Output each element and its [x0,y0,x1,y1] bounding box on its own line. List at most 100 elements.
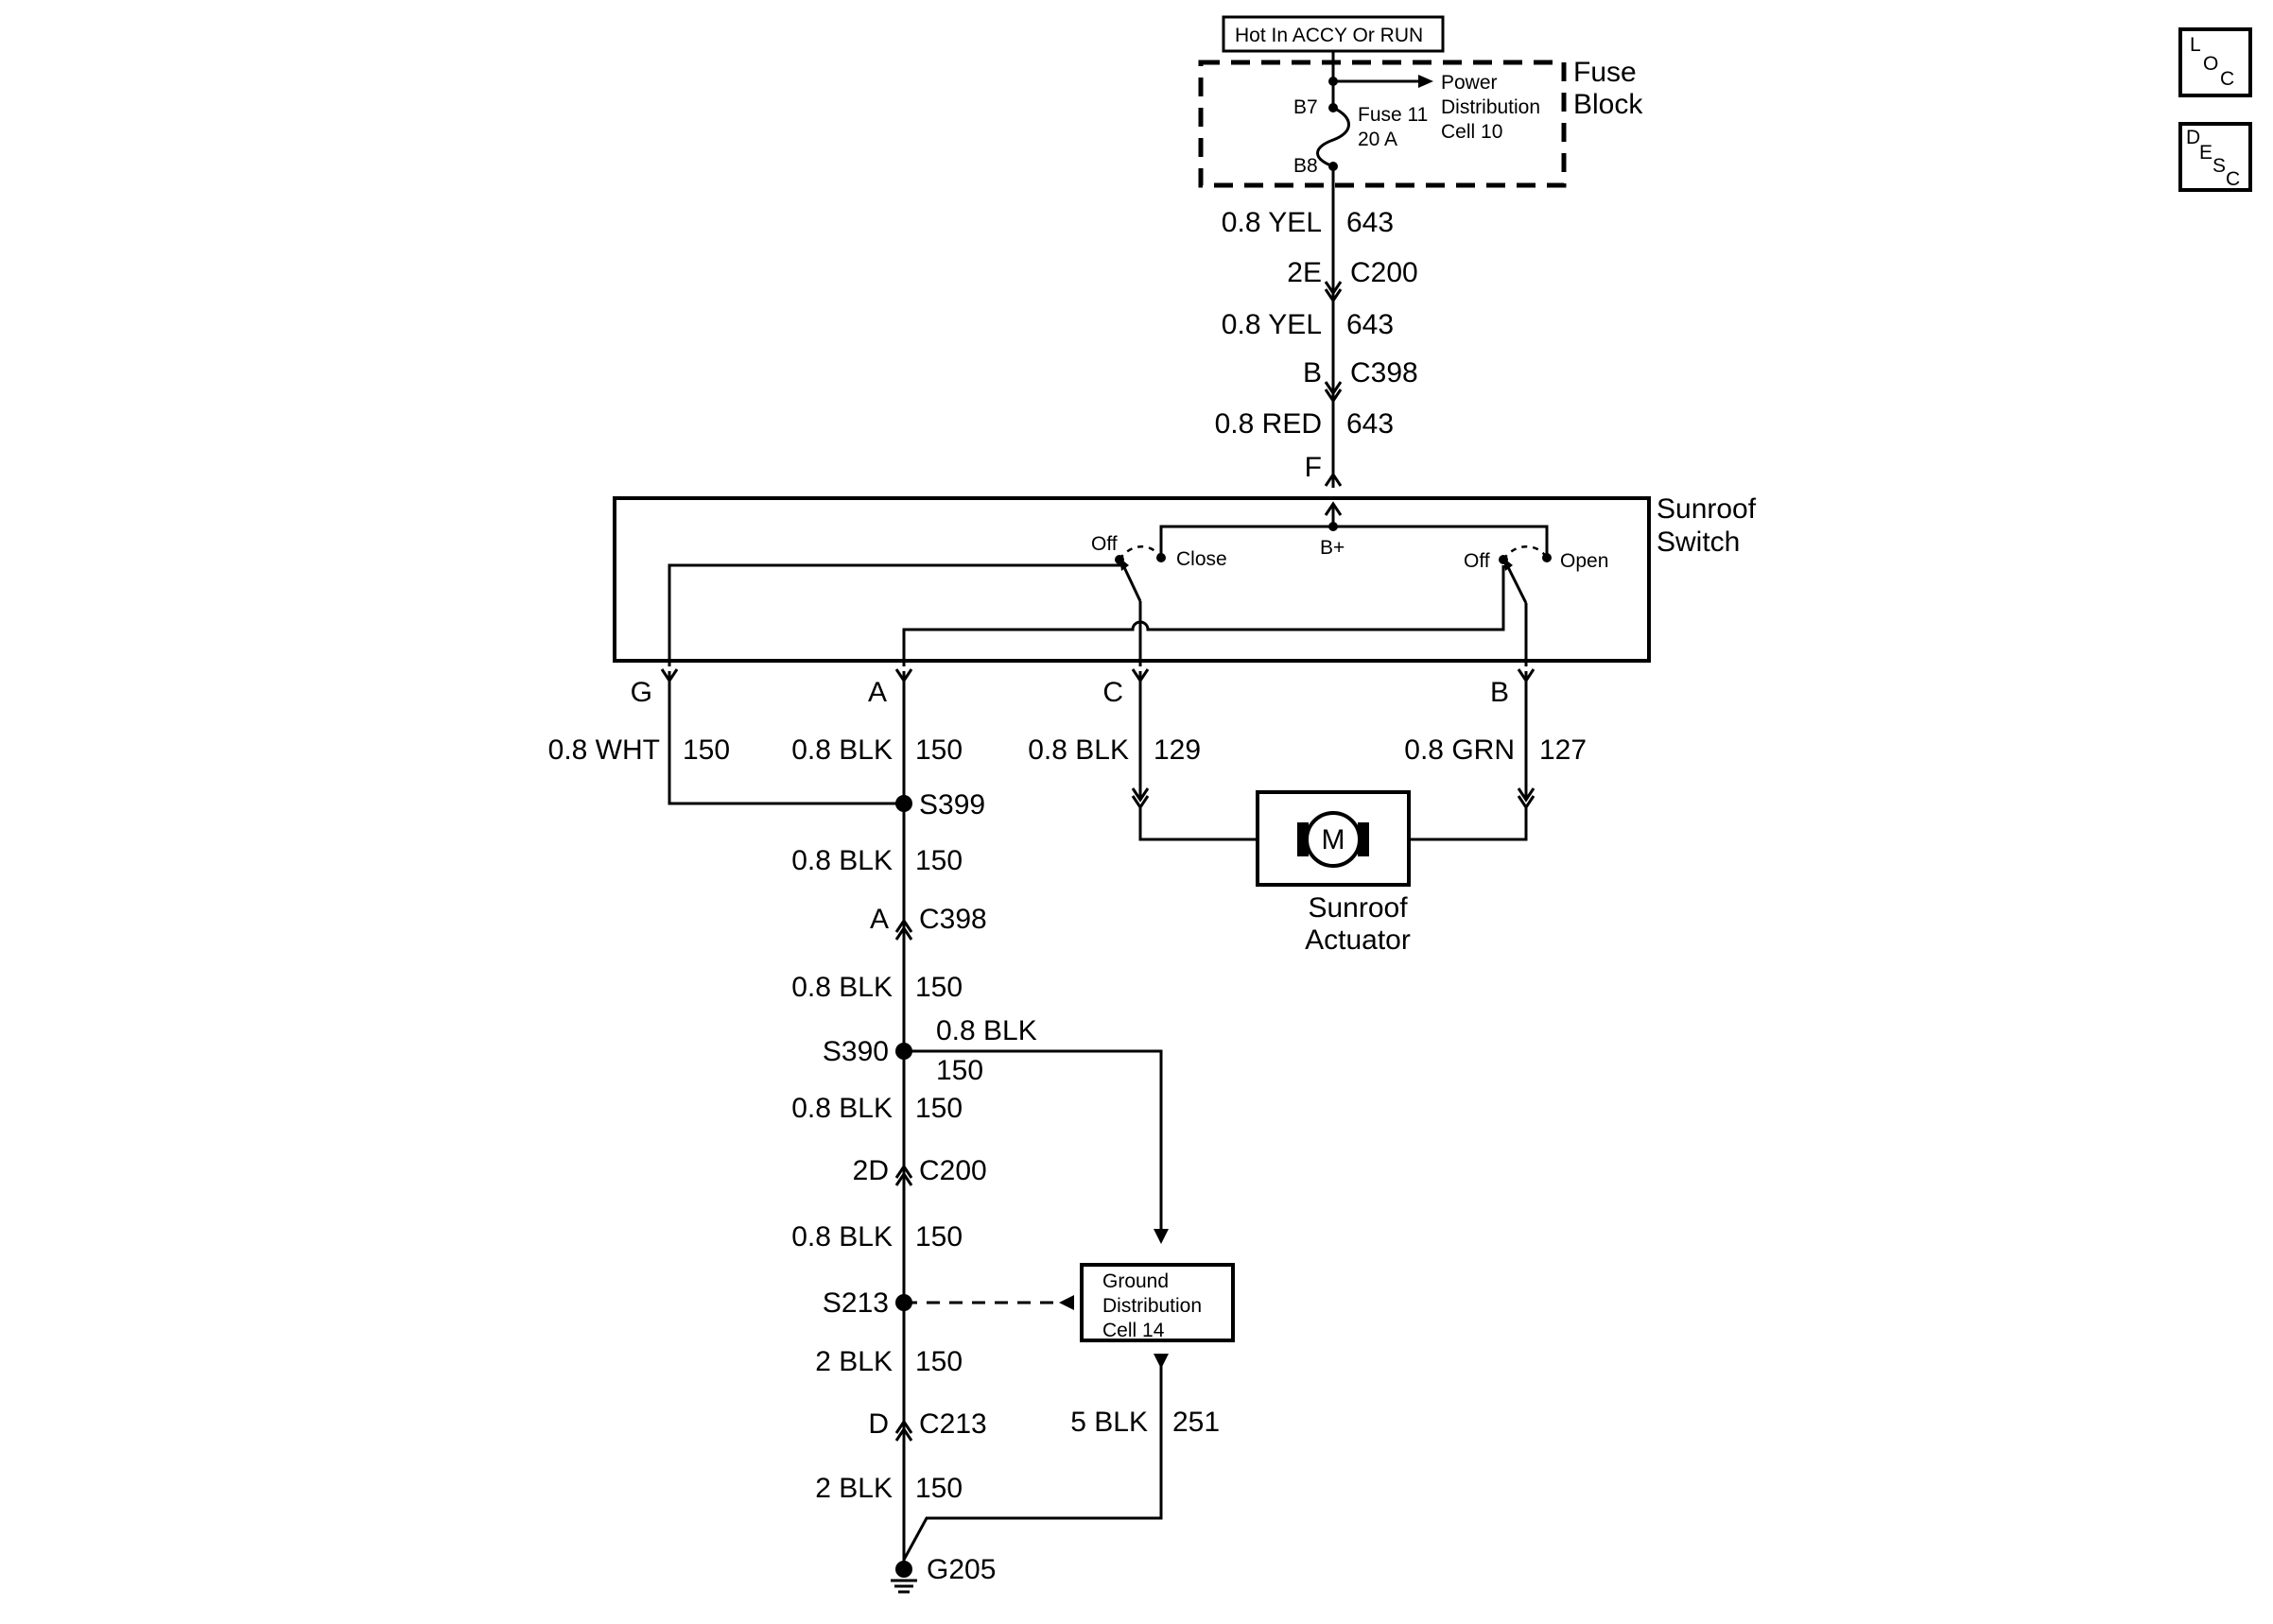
wire-150-wht [668,671,904,805]
svg-text:O: O [2203,53,2218,75]
feed-connector-c200: C200 [1350,257,1418,288]
open-label: Open [1560,550,1608,572]
switch-pin-f-icon [1324,472,1343,487]
bplus-bus [1159,525,1549,558]
motor-icon [1305,811,1362,868]
sunroof-switch-label-1: Sunroof [1657,493,1757,525]
fuse-name: Fuse 11 [1358,104,1428,126]
pin-b7-label: B7 [1293,96,1318,118]
fuse-rating: 20 A [1358,129,1397,150]
out-wire-color-c: 0.8 BLK [1028,734,1129,766]
pdc-arrow-icon [1418,75,1433,88]
gnd-circuit-1: 150 [915,845,963,876]
sunroof-switch-outline [613,496,1651,663]
pdc-label-2: Distribution [1441,96,1540,118]
off-open-label: Off [1464,550,1490,572]
ground-g205-label: G205 [927,1554,996,1585]
splice-s390-label: S390 [823,1036,889,1067]
open-switch-blade [1505,564,1528,604]
ground-cell-arrow-icon [1154,1229,1169,1244]
gnd-connector-c200: C200 [919,1155,987,1186]
pdc-label-1: Power [1441,72,1498,94]
out-wire-color-g: 0.8 WHT [548,734,660,766]
svg-text:C: C [2220,68,2234,90]
gnd-circuit-5: 150 [915,1346,963,1377]
off-close-label: Off [1091,533,1118,555]
fuse-icon [1316,106,1350,168]
gnd-pin-2d: 2D [853,1155,889,1186]
connector-c398-bottom-icon [894,918,913,933]
ground-cell-label-3: Cell 14 [1102,1320,1165,1341]
gnd-connector-c398: C398 [919,904,987,935]
out-wire-color-a: 0.8 BLK [791,734,893,766]
wire-251-circuit: 251 [1172,1407,1220,1438]
branch-circuit: 150 [936,1055,983,1086]
fuse-block-outline [1198,60,1567,188]
feed-wire-color-1: 0.8 YEL [1222,207,1322,238]
splice-s399 [895,795,912,812]
gnd-pin-d: D [868,1408,889,1440]
feed-circuit-2: 643 [1346,309,1394,340]
feed-pin-b: B [1303,357,1322,389]
ground-cell-label-2: Distribution [1102,1295,1202,1317]
gnd-wire-color-6: 2 BLK [815,1473,893,1504]
pdc-label-3: Cell 10 [1441,121,1502,143]
bplus-label: B+ [1320,537,1345,559]
switch-pin-connectors [660,668,1536,683]
actuator-label-2: Actuator [1305,924,1411,956]
actuator-wire-left [1138,805,1258,841]
gnd-circuit-2: 150 [915,972,963,1003]
pin-g-internal-wire [668,560,1121,666]
close-label: Close [1176,548,1227,570]
ground-cell-label-1: Ground [1102,1270,1169,1292]
splice-s399-label: S399 [919,789,985,821]
out-circuit-b: 127 [1539,734,1587,766]
svg-text:E: E [2199,142,2212,164]
pin-b8-label: B8 [1293,155,1318,177]
sunroof-switch-label-2: Switch [1657,527,1740,558]
loc-button[interactable]: L O C [2178,27,2252,97]
feed-connector-c398: C398 [1350,357,1418,389]
feed-pin-2e: 2E [1287,257,1322,288]
feed-pin-f: F [1305,452,1322,483]
feed-circuit-1: 643 [1346,207,1394,238]
wire-251 [902,1361,1163,1561]
switch-pin-g: G [631,677,652,708]
svg-text:S: S [2212,155,2226,177]
gnd-wire-color-2: 0.8 BLK [791,972,893,1003]
sunroof-actuator-box [1256,790,1411,887]
out-circuit-g: 150 [683,734,730,766]
switch-pin-c: C [1102,677,1123,708]
actuator-label-1: Sunroof [1308,892,1408,924]
feed-wire-color-2: 0.8 YEL [1222,309,1322,340]
fuse-block-label-1: Fuse [1573,57,1637,88]
splice-s213-label: S213 [823,1287,889,1319]
s390-branch-wire [904,1049,1163,1229]
wire-251-color: 5 BLK [1070,1407,1148,1438]
branch-wire-color: 0.8 BLK [936,1015,1037,1046]
connector-c213-icon [894,1419,913,1434]
hot-label-box: Hot In ACCY Or RUN [1222,15,1445,53]
connector-c200-bottom-icon [894,1164,913,1179]
ground-distribution-box[interactable] [1080,1263,1235,1342]
gnd-wire-color-1: 0.8 BLK [791,845,893,876]
desc-button[interactable]: D E S C [2178,122,2252,192]
switch-pin-a: A [868,677,887,708]
out-wire-color-b: 0.8 GRN [1404,734,1515,766]
gnd-wire-color-4: 0.8 BLK [791,1221,893,1253]
motor-label: M [1322,824,1345,855]
gnd-wire-color-5: 2 BLK [815,1346,893,1377]
gnd-wire-color-3: 0.8 BLK [791,1093,893,1124]
hot-label: Hot In ACCY Or RUN [1235,25,1423,46]
feed-circuit-3: 643 [1346,408,1394,440]
actuator-wire-right [1409,805,1528,841]
gnd-connector-c213: C213 [919,1408,987,1440]
pin-a-internal-wire [902,565,1505,666]
svg-text:L: L [2190,34,2201,56]
fuse-block-label-2: Block [1573,89,1643,120]
gnd-circuit-3: 150 [915,1093,963,1124]
gnd-circuit-4: 150 [915,1221,963,1253]
connector-c398-top-icon [1324,381,1343,396]
svg-text:D: D [2186,127,2200,148]
